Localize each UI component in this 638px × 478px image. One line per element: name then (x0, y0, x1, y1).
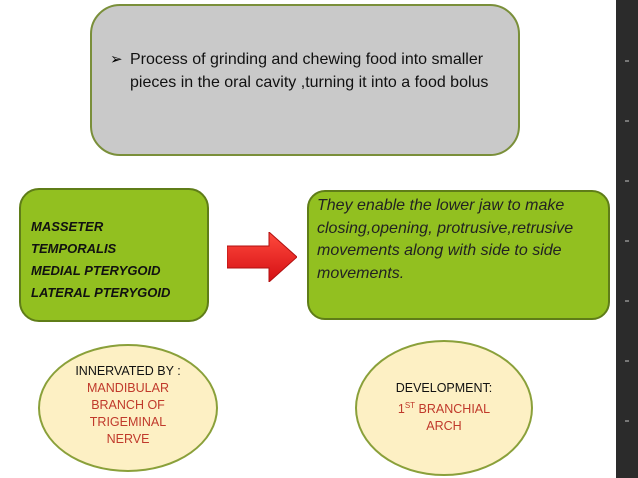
innervation-line: BRANCH OF (91, 398, 165, 412)
innervation-line: NERVE (106, 432, 150, 446)
innervation-heading: INNERVATED BY : (75, 364, 181, 378)
definition-text: Process of grinding and chewing food int… (130, 51, 489, 91)
edge-tick (625, 120, 629, 122)
function-box: They enable the lower jaw to make closin… (307, 190, 610, 320)
development-line-rest: BRANCHIAL (415, 402, 491, 417)
development-line: 1ST BRANCHIAL (357, 397, 531, 418)
arrow-bullet-icon: ➢ (110, 51, 123, 68)
right-arrow-icon (227, 232, 297, 282)
development-heading: DEVELOPMENT: (395, 381, 493, 395)
ordinal-number: 1 (397, 402, 405, 417)
muscle-item: LATERAL PTERYGOID (31, 285, 171, 300)
ordinal-suffix: ST (404, 401, 416, 410)
edge-tick (625, 360, 629, 362)
edge-tick (625, 240, 629, 242)
innervation-line: TRIGEMINAL (89, 415, 167, 429)
innervation-oval: INNERVATED BY : MANDIBULAR BRANCH OF TRI… (38, 344, 218, 472)
right-edge-bar (616, 0, 638, 478)
edge-tick (625, 300, 629, 302)
development-line: ARCH (426, 419, 462, 434)
edge-tick (625, 420, 629, 422)
definition-box: ➢ Process of grinding and chewing food i… (90, 4, 520, 156)
innervation-line: MANDIBULAR (87, 381, 169, 395)
muscle-item: MEDIAL PTERYGOID (31, 263, 161, 278)
development-oval: DEVELOPMENT: 1ST BRANCHIAL ARCH (355, 340, 533, 476)
muscle-item: MASSETER (31, 219, 104, 234)
muscle-list: MASSETER TEMPORALIS MEDIAL PTERYGOID LAT… (31, 216, 170, 304)
muscle-item: TEMPORALIS (31, 241, 117, 256)
edge-tick (625, 180, 629, 182)
function-text: They enable the lower jaw to make closin… (317, 197, 574, 282)
muscles-box: MASSETER TEMPORALIS MEDIAL PTERYGOID LAT… (19, 188, 209, 322)
edge-tick (625, 60, 629, 62)
